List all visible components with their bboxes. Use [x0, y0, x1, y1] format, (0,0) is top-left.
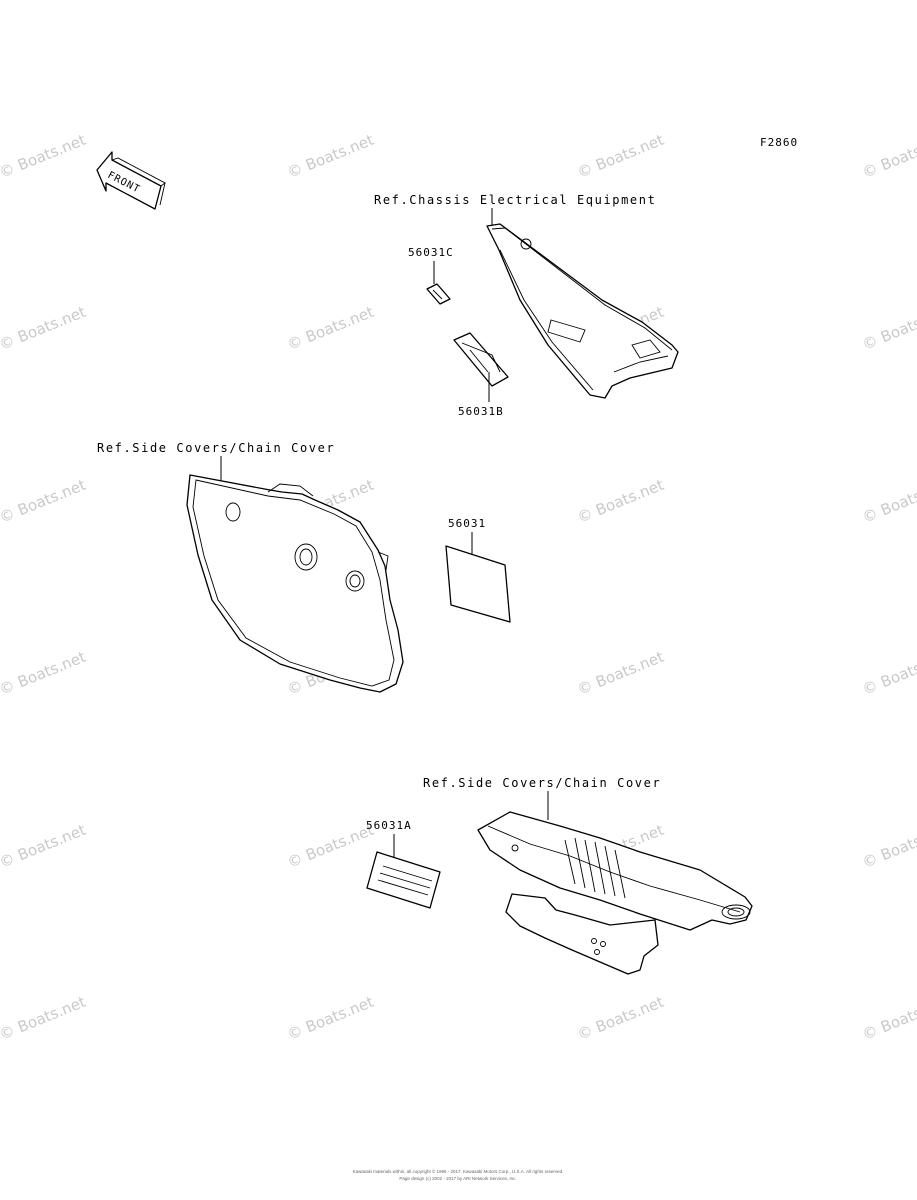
watermark: © Boats.net: [575, 131, 667, 182]
part-number-56031B: 56031B: [458, 405, 504, 418]
watermark: © Boats.net: [575, 476, 667, 527]
watermark: © Boats.net: [285, 131, 377, 182]
watermark: © Boats.net: [285, 821, 377, 872]
watermark: © Boats.net: [860, 476, 917, 527]
watermark: © Boats.net: [860, 648, 917, 699]
watermark: © Boats.net: [0, 821, 88, 872]
ref-side-covers-label-upper: Ref.Side Covers/Chain Cover: [97, 441, 335, 455]
watermark: © Boats.net: [0, 476, 88, 527]
ref-side-covers-label-lower: Ref.Side Covers/Chain Cover: [423, 776, 661, 790]
watermark: © Boats.net: [0, 131, 88, 182]
decal-56031B: [453, 332, 509, 387]
copyright-line: Kawasaki materials within, all copyright…: [353, 1168, 564, 1174]
part-number-56031: 56031: [448, 517, 486, 530]
chain-cover-part: [477, 811, 753, 975]
ref-chassis-electrical-label: Ref.Chassis Electrical Equipment: [374, 193, 656, 207]
decal-56031: [445, 545, 511, 623]
watermark: © Boats.net: [0, 993, 88, 1044]
part-number-56031A: 56031A: [366, 819, 412, 832]
part-number-56031C: 56031C: [408, 246, 454, 259]
chassis-bracket-part: [486, 223, 679, 399]
watermark: © Boats.net: [575, 648, 667, 699]
watermark: © Boats.net: [0, 303, 88, 354]
watermark: © Boats.net: [860, 303, 917, 354]
side-cover-part: [186, 474, 404, 693]
front-arrow-icon: FRONT: [96, 151, 166, 210]
watermark: © Boats.net: [575, 993, 667, 1044]
watermark: © Boats.net: [0, 648, 88, 699]
decal-56031C: [426, 283, 451, 305]
page-design-line: Page design (c) 2002 - 2017 by ARI Netwo…: [399, 1176, 516, 1181]
figure-code: F2860: [760, 136, 798, 149]
watermark: © Boats.net: [285, 993, 377, 1044]
watermark: © Boats.net: [285, 303, 377, 354]
watermark: © Boats.net: [860, 821, 917, 872]
watermark: © Boats.net: [860, 993, 917, 1044]
decal-56031A: [366, 851, 441, 909]
watermark: © Boats.net: [860, 131, 917, 182]
